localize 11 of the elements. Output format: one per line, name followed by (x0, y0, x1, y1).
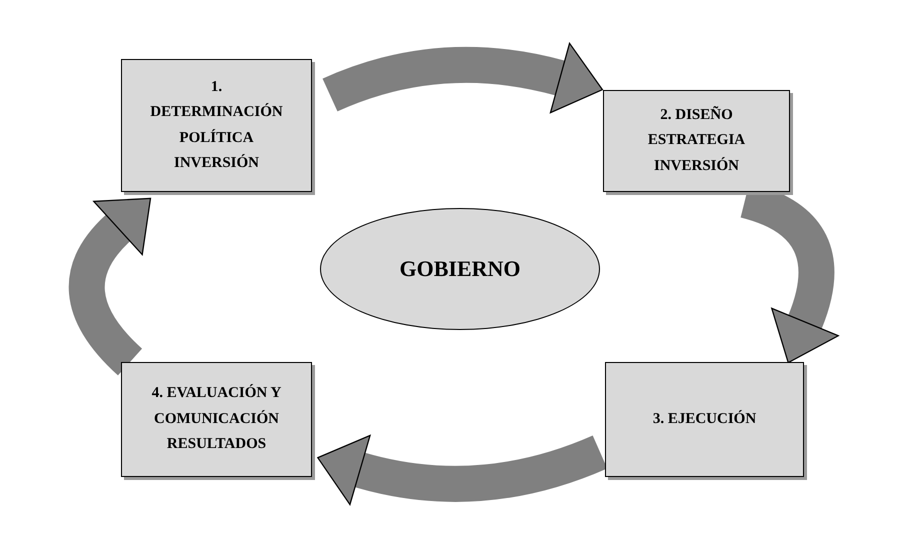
process-box (605, 362, 804, 477)
process-box (603, 90, 790, 192)
block-arrow (323, 42, 604, 114)
block-arrow (316, 434, 607, 506)
box-label: 2. DISEÑO ESTRATEGIA INVERSIÓN (646, 105, 746, 176)
box-label: 4. EVALUACIÓN Y COMUNICACIÓN RESULTADOS (150, 383, 282, 454)
box-label: 3. EJECUCIÓN (652, 409, 756, 429)
box-label: GOBIERNO (399, 255, 521, 284)
box-label: 1. DETERMINACIÓN POLÍTICA INVERSIÓN (149, 78, 284, 173)
process-box (121, 362, 312, 477)
process-box (121, 59, 312, 192)
